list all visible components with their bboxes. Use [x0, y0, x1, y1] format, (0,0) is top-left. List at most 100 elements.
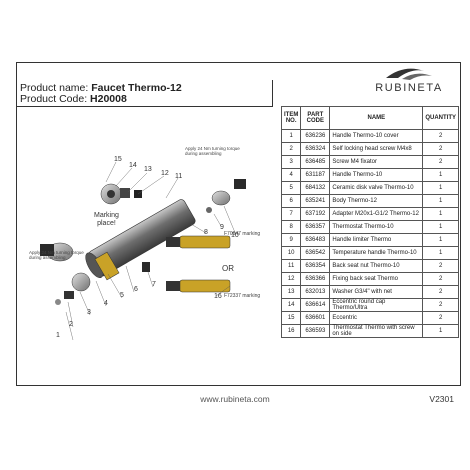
cell-name: Handle Thermo-10 cover [329, 129, 424, 143]
cell-code: 636542 [300, 246, 331, 260]
body-part [85, 199, 196, 278]
callout-16: 16 [214, 293, 222, 300]
cell-no: 5 [280, 181, 302, 195]
callout-10: 10 [231, 232, 239, 239]
exploded-view-drawing [40, 161, 246, 341]
cell-no: 15 [280, 311, 302, 325]
cell-no: 11 [280, 259, 302, 273]
torque-note-top: Apply 24 Nm turning torque during assemb… [185, 146, 240, 156]
product-name-label: Product name: [20, 82, 89, 94]
cell-code: 684132 [300, 181, 331, 195]
col-name: NAME [329, 106, 424, 130]
product-name: Faucet Thermo-12 [91, 82, 182, 94]
cell-qty: 1 [422, 233, 459, 247]
cell-no: 3 [280, 155, 302, 169]
product-code-label: Product Code: [20, 93, 88, 105]
callout-8: 8 [204, 229, 208, 236]
footer-version: V2301 [429, 394, 454, 404]
col-code: PART CODE [300, 106, 331, 130]
exploded-view: 1 2 3 4 5 6 7 8 9 10 11 12 13 14 15 16 A… [16, 106, 280, 384]
cell-code: 636601 [300, 311, 331, 325]
thermostat-variant-b [166, 279, 231, 293]
cell-qty: 2 [422, 298, 459, 312]
cell-qty: 2 [422, 311, 459, 325]
callout-13: 13 [144, 166, 152, 173]
cell-code: 636354 [300, 259, 331, 273]
cell-code: 636483 [300, 233, 331, 247]
cell-name: Fixing back seat Thermo [329, 272, 424, 286]
product-code: H20008 [90, 93, 127, 105]
cell-no: 16 [280, 324, 302, 338]
cell-qty: 1 [422, 168, 459, 182]
callout-4: 4 [104, 300, 108, 307]
cell-name: Handle limiter Thermo [329, 233, 424, 247]
cell-no: 2 [280, 142, 302, 156]
right-handle-part [206, 179, 246, 213]
parts-table-header: ITEM NO. PART CODE NAME QUANTITY [280, 106, 459, 130]
left-handle-part [40, 242, 74, 262]
cell-qty: 2 [422, 272, 459, 286]
cell-code: 632013 [300, 285, 331, 299]
cell-code: 636593 [300, 324, 331, 338]
cell-code: 636366 [300, 272, 331, 286]
cell-no: 12 [280, 272, 302, 286]
cell-code: 636236 [300, 129, 331, 143]
cell-name: Temperature handle Thermo-10 [329, 246, 424, 260]
cell-no: 14 [280, 298, 302, 312]
marking-b-note: F72337 marking [224, 293, 261, 299]
brand-swoosh-icon [386, 68, 432, 80]
cell-no: 7 [280, 207, 302, 221]
brand-name: RUBINETA [375, 82, 443, 94]
or-label: OR [222, 264, 234, 273]
callout-11: 11 [175, 173, 183, 180]
product-code-line: Product Code: H20008 [20, 93, 127, 105]
cell-name: Handle Thermo-10 [329, 168, 424, 182]
title-block: Product name: Faucet Thermo-12 Product C… [16, 80, 273, 107]
callout-15: 15 [114, 156, 122, 163]
lower-eccentric-group [55, 272, 91, 305]
cell-name: Thermostat Thermo-10 [329, 220, 424, 234]
cell-qty: 2 [422, 259, 459, 273]
cell-name: Eccentric [329, 311, 424, 325]
cell-code: 636357 [300, 220, 331, 234]
callout-3: 3 [87, 309, 91, 316]
footer-url: www.rubineta.com [200, 394, 270, 404]
callout-6: 6 [134, 286, 138, 293]
cell-name: Thermostat Thermo with screw on side [329, 324, 424, 338]
cell-code: 636324 [300, 142, 331, 156]
cell-no: 1 [280, 129, 302, 143]
cell-name: Eccentric round cap Thermo/Ultra [329, 298, 424, 312]
cell-no: 10 [280, 246, 302, 260]
cell-qty: 2 [422, 142, 459, 156]
adapter-part [142, 262, 150, 272]
cell-name: Washer G3/4" with net [329, 285, 424, 299]
callout-7: 7 [152, 281, 156, 288]
upper-eccentric-group [100, 183, 142, 205]
cell-no: 8 [280, 220, 302, 234]
cell-code: 635241 [300, 194, 331, 208]
thermostat-cartridge [94, 251, 120, 281]
thermostat-variant-a [166, 235, 231, 249]
col-item: ITEM NO. [280, 106, 302, 130]
cell-qty: 2 [422, 285, 459, 299]
cell-qty: 1 [422, 194, 459, 208]
cell-qty: 1 [422, 220, 459, 234]
cell-name: Body Thermo-12 [329, 194, 424, 208]
cell-qty: 1 [422, 207, 459, 221]
col-qty: QUANTITY [422, 106, 459, 130]
cell-code: 637192 [300, 207, 331, 221]
cell-name: Self locking head screw M4x8 [329, 142, 424, 156]
callout-5: 5 [120, 292, 124, 299]
